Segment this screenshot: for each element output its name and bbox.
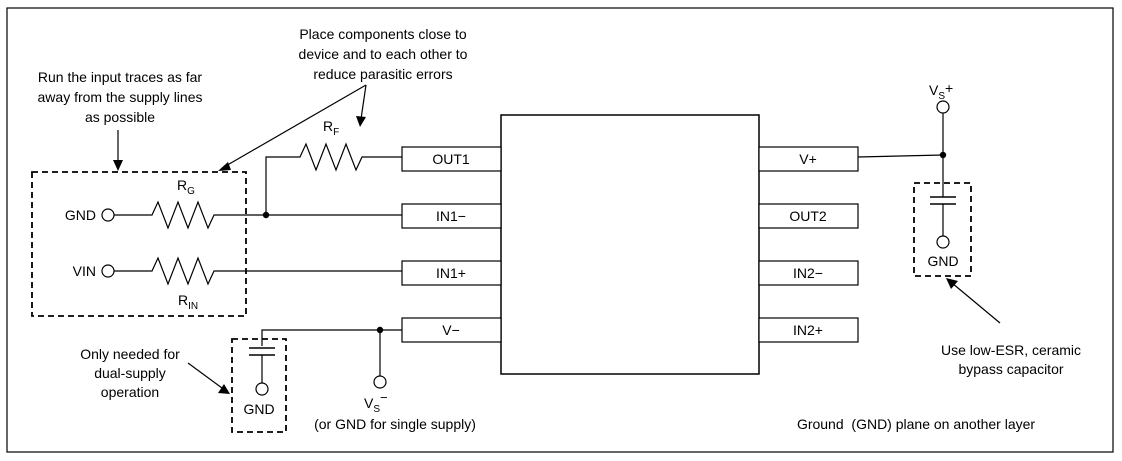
place-components-arrowhead-left <box>218 162 231 171</box>
dual-supply-note: Only needed for dual-supply operation <box>80 346 180 400</box>
v-minus-trace <box>261 329 402 346</box>
svg-text:away from the supply lines: away from the supply lines <box>38 89 203 105</box>
pin-in1-plus <box>401 260 502 286</box>
v-plus-junction <box>939 151 947 159</box>
dual-supply-arrowhead <box>218 384 230 394</box>
low-esr-note: Use low-ESR, ceramic bypass capacitor <box>941 342 1081 377</box>
pin-in2-plus-label: IN2+ <box>793 322 823 338</box>
pin-out2 <box>758 203 859 229</box>
low-esr-arrow <box>951 282 1001 324</box>
vs-plus-label: VS+ <box>929 80 953 102</box>
pin-v-plus-label: V+ <box>799 151 817 167</box>
svg-text:dual-supply: dual-supply <box>94 365 166 381</box>
rg-label: RG <box>177 177 195 197</box>
vs-minus-label: VS− <box>364 390 388 415</box>
cap-left-gnd-terminal <box>255 382 269 396</box>
rg-resistor-trace <box>114 200 402 230</box>
left-pins: OUT1 IN1− IN1+ V− <box>401 146 502 343</box>
vs-minus-terminal <box>373 375 387 389</box>
rin-resistor-trace <box>114 256 402 286</box>
pin-in1-minus <box>401 203 502 229</box>
svg-text:Only needed for: Only needed for <box>80 346 180 362</box>
cap-right-gnd-terminal <box>936 235 950 249</box>
dual-supply-dashed-box <box>231 338 287 433</box>
input-traces-arrowhead <box>113 160 123 171</box>
pin-in1-minus-label: IN1− <box>436 208 466 224</box>
pin-in2-plus <box>758 317 859 343</box>
svg-text:bypass capacitor: bypass capacitor <box>958 361 1063 377</box>
svg-text:Run the input traces as far: Run the input traces as far <box>38 69 203 85</box>
single-supply-note: (or GND for single supply) <box>314 416 476 432</box>
pin-v-plus <box>758 146 859 172</box>
pin-out1-label: OUT1 <box>432 151 470 167</box>
v-plus-trace <box>857 154 944 158</box>
place-components-arrow-right <box>360 84 367 120</box>
pin-v-minus-label: V− <box>442 322 460 338</box>
svg-text:as possible: as possible <box>85 109 155 125</box>
svg-text:device and to each other to: device and to each other to <box>299 46 468 62</box>
input-dashed-box <box>31 171 247 317</box>
pin-in2-minus <box>758 260 859 286</box>
svg-text:Place components close to: Place components close to <box>299 26 467 42</box>
gnd-terminal-label: GND <box>65 207 96 223</box>
svg-text:operation: operation <box>101 384 159 400</box>
input-traces-note: Run the input traces as far away from th… <box>38 69 203 125</box>
cap-right-gnd-label: GND <box>927 253 958 269</box>
rin-label: RIN <box>178 292 198 312</box>
ic-body <box>500 114 760 375</box>
pin-out2-label: OUT2 <box>789 208 827 224</box>
vin-terminal <box>101 264 115 278</box>
diagram-frame <box>6 7 1114 453</box>
dual-supply-arrow <box>187 362 223 389</box>
pin-in1-plus-label: IN1+ <box>436 265 466 281</box>
rf-label: RF <box>323 118 339 138</box>
place-components-arrowhead-right <box>356 116 366 127</box>
gnd-terminal <box>101 208 115 222</box>
low-esr-arrowhead <box>946 278 958 289</box>
place-components-note: Place components close to device and to … <box>299 26 468 82</box>
place-components-arrow-left <box>223 84 367 168</box>
ground-plane-note: Ground (GND) plane on another layer <box>797 416 1035 432</box>
pin-out1 <box>401 146 502 172</box>
bypass-dashed-box <box>913 182 972 277</box>
vs-plus-terminal <box>936 100 950 114</box>
right-pins: V+ OUT2 IN2− IN2+ <box>758 146 859 343</box>
pin-in2-minus-label: IN2− <box>793 265 823 281</box>
svg-text:reduce parasitic errors: reduce parasitic errors <box>313 66 452 82</box>
rf-resistor-trace <box>265 142 402 215</box>
vin-terminal-label: VIN <box>73 263 96 279</box>
cap-left-gnd-label: GND <box>243 401 274 417</box>
svg-text:Use low-ESR, ceramic: Use low-ESR, ceramic <box>941 342 1081 358</box>
